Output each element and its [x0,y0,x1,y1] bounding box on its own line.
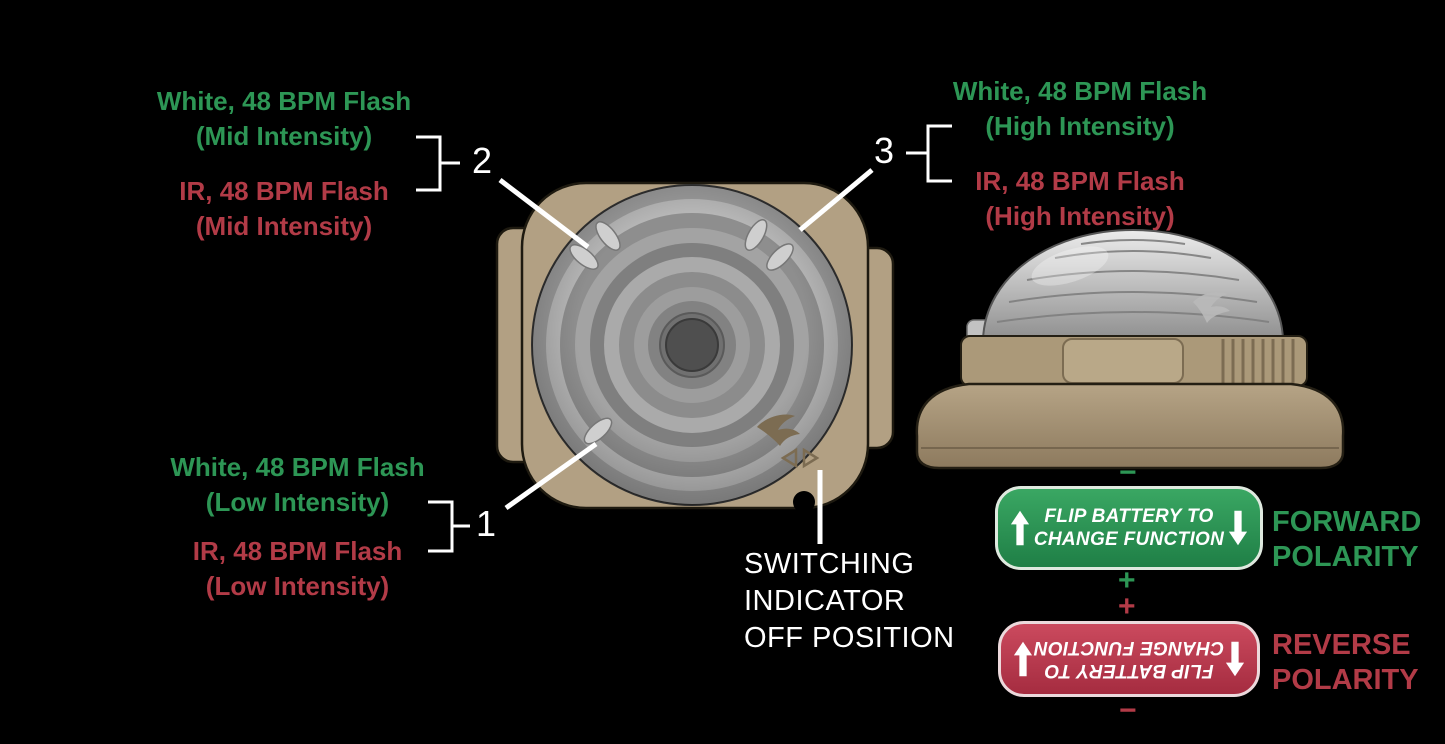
up-arrow-icon [1013,640,1033,678]
body-notch [793,491,815,512]
white-flash-high-line1: White, 48 BPM Flash [952,76,1208,106]
callout-line-2 [498,178,590,249]
ir-flash-mid-line1: IR, 48 BPM Flash [179,176,389,206]
label-group-mid-intensity: White, 48 BPM Flash (Mid Intensity) IR, … [145,84,423,244]
forward-button-line1: FLIP BATTERY TO [1044,506,1214,527]
side-view-illustration [915,228,1345,470]
collar [960,335,1308,387]
callout-line-1 [504,441,598,511]
lens-center [665,318,719,372]
reverse-polarity-line1: REVERSE [1272,629,1411,661]
switching-line2: INDICATOR [744,585,906,617]
reverse-button-text: FLIP BATTERY TO CHANGE FUNCTION [1033,636,1225,682]
reverse-top-sign: + [1118,590,1136,623]
reverse-bottom-sign: − [1119,694,1137,727]
white-flash-low-line2: (Low Intensity) [205,487,390,517]
forward-polarity-line2: POLARITY [1272,541,1419,573]
beacon-body-top [495,181,895,510]
switching-indicator-triangles [780,447,820,469]
collar-knurling [1221,339,1295,383]
label-group-low-intensity: White, 48 BPM Flash (Low Intensity) IR, … [140,450,455,604]
ir-flash-low-line1: IR, 48 BPM Flash [192,536,403,566]
white-flash-high-line2: (High Intensity) [985,111,1175,141]
ir-flash-high-line2: (High Intensity) [985,201,1175,231]
white-flash-mid-line1: White, 48 BPM Flash [156,86,412,116]
switching-line1: SWITCHING [744,548,915,580]
forward-button-line2: CHANGE FUNCTION [1033,529,1225,550]
reverse-button-line2: CHANGE FUNCTION [1033,637,1225,658]
ir-flash-low-line2: (Low Intensity) [205,571,390,601]
lens-rings [531,184,853,506]
brand-swoosh-icon [757,414,800,446]
up-arrow-icon [1010,507,1030,549]
forward-button-text: FLIP BATTERY TO CHANGE FUNCTION [1030,505,1228,551]
dome-ridges [996,239,1270,323]
reverse-polarity-line2: POLARITY [1272,664,1419,696]
down-arrow-icon [1225,640,1245,678]
switching-indicator-label: SWITCHING INDICATOR OFF POSITION [744,546,994,657]
reverse-button-line1: FLIP BATTERY TO [1044,660,1214,681]
collar-clip [1062,338,1184,384]
side-tab [966,319,998,345]
down-arrow-icon [1228,507,1248,549]
white-flash-mid-line2: (Mid Intensity) [195,121,373,151]
dome-highlight [1031,246,1109,286]
ir-flash-high-line1: IR, 48 BPM Flash [975,166,1185,196]
callout-line-3 [798,168,874,232]
switching-line3: OFF POSITION [744,622,955,654]
forward-polarity-line1: FORWARD [1272,506,1422,538]
reverse-polarity-button: FLIP BATTERY TO CHANGE FUNCTION [998,621,1260,697]
forward-polarity-label: FORWARD POLARITY [1272,505,1421,575]
forward-bottom-sign: + [1118,564,1136,597]
position-2-number: 2 [472,140,493,181]
led-capsules [569,219,794,445]
forward-polarity-button: FLIP BATTERY TO CHANGE FUNCTION [995,486,1263,570]
label-group-high-intensity: White, 48 BPM Flash (High Intensity) IR,… [922,74,1238,234]
dome-lens [981,228,1285,341]
front-view-illustration [495,181,895,512]
position-3-number: 3 [874,130,895,171]
position-1-number: 1 [476,503,497,544]
dome-swoosh-icon [1193,292,1230,323]
ir-flash-mid-line2: (Mid Intensity) [195,211,373,241]
reverse-polarity-label: REVERSE POLARITY [1272,628,1419,698]
forward-top-sign: − [1119,456,1137,489]
white-flash-low-line1: White, 48 BPM Flash [170,452,425,482]
